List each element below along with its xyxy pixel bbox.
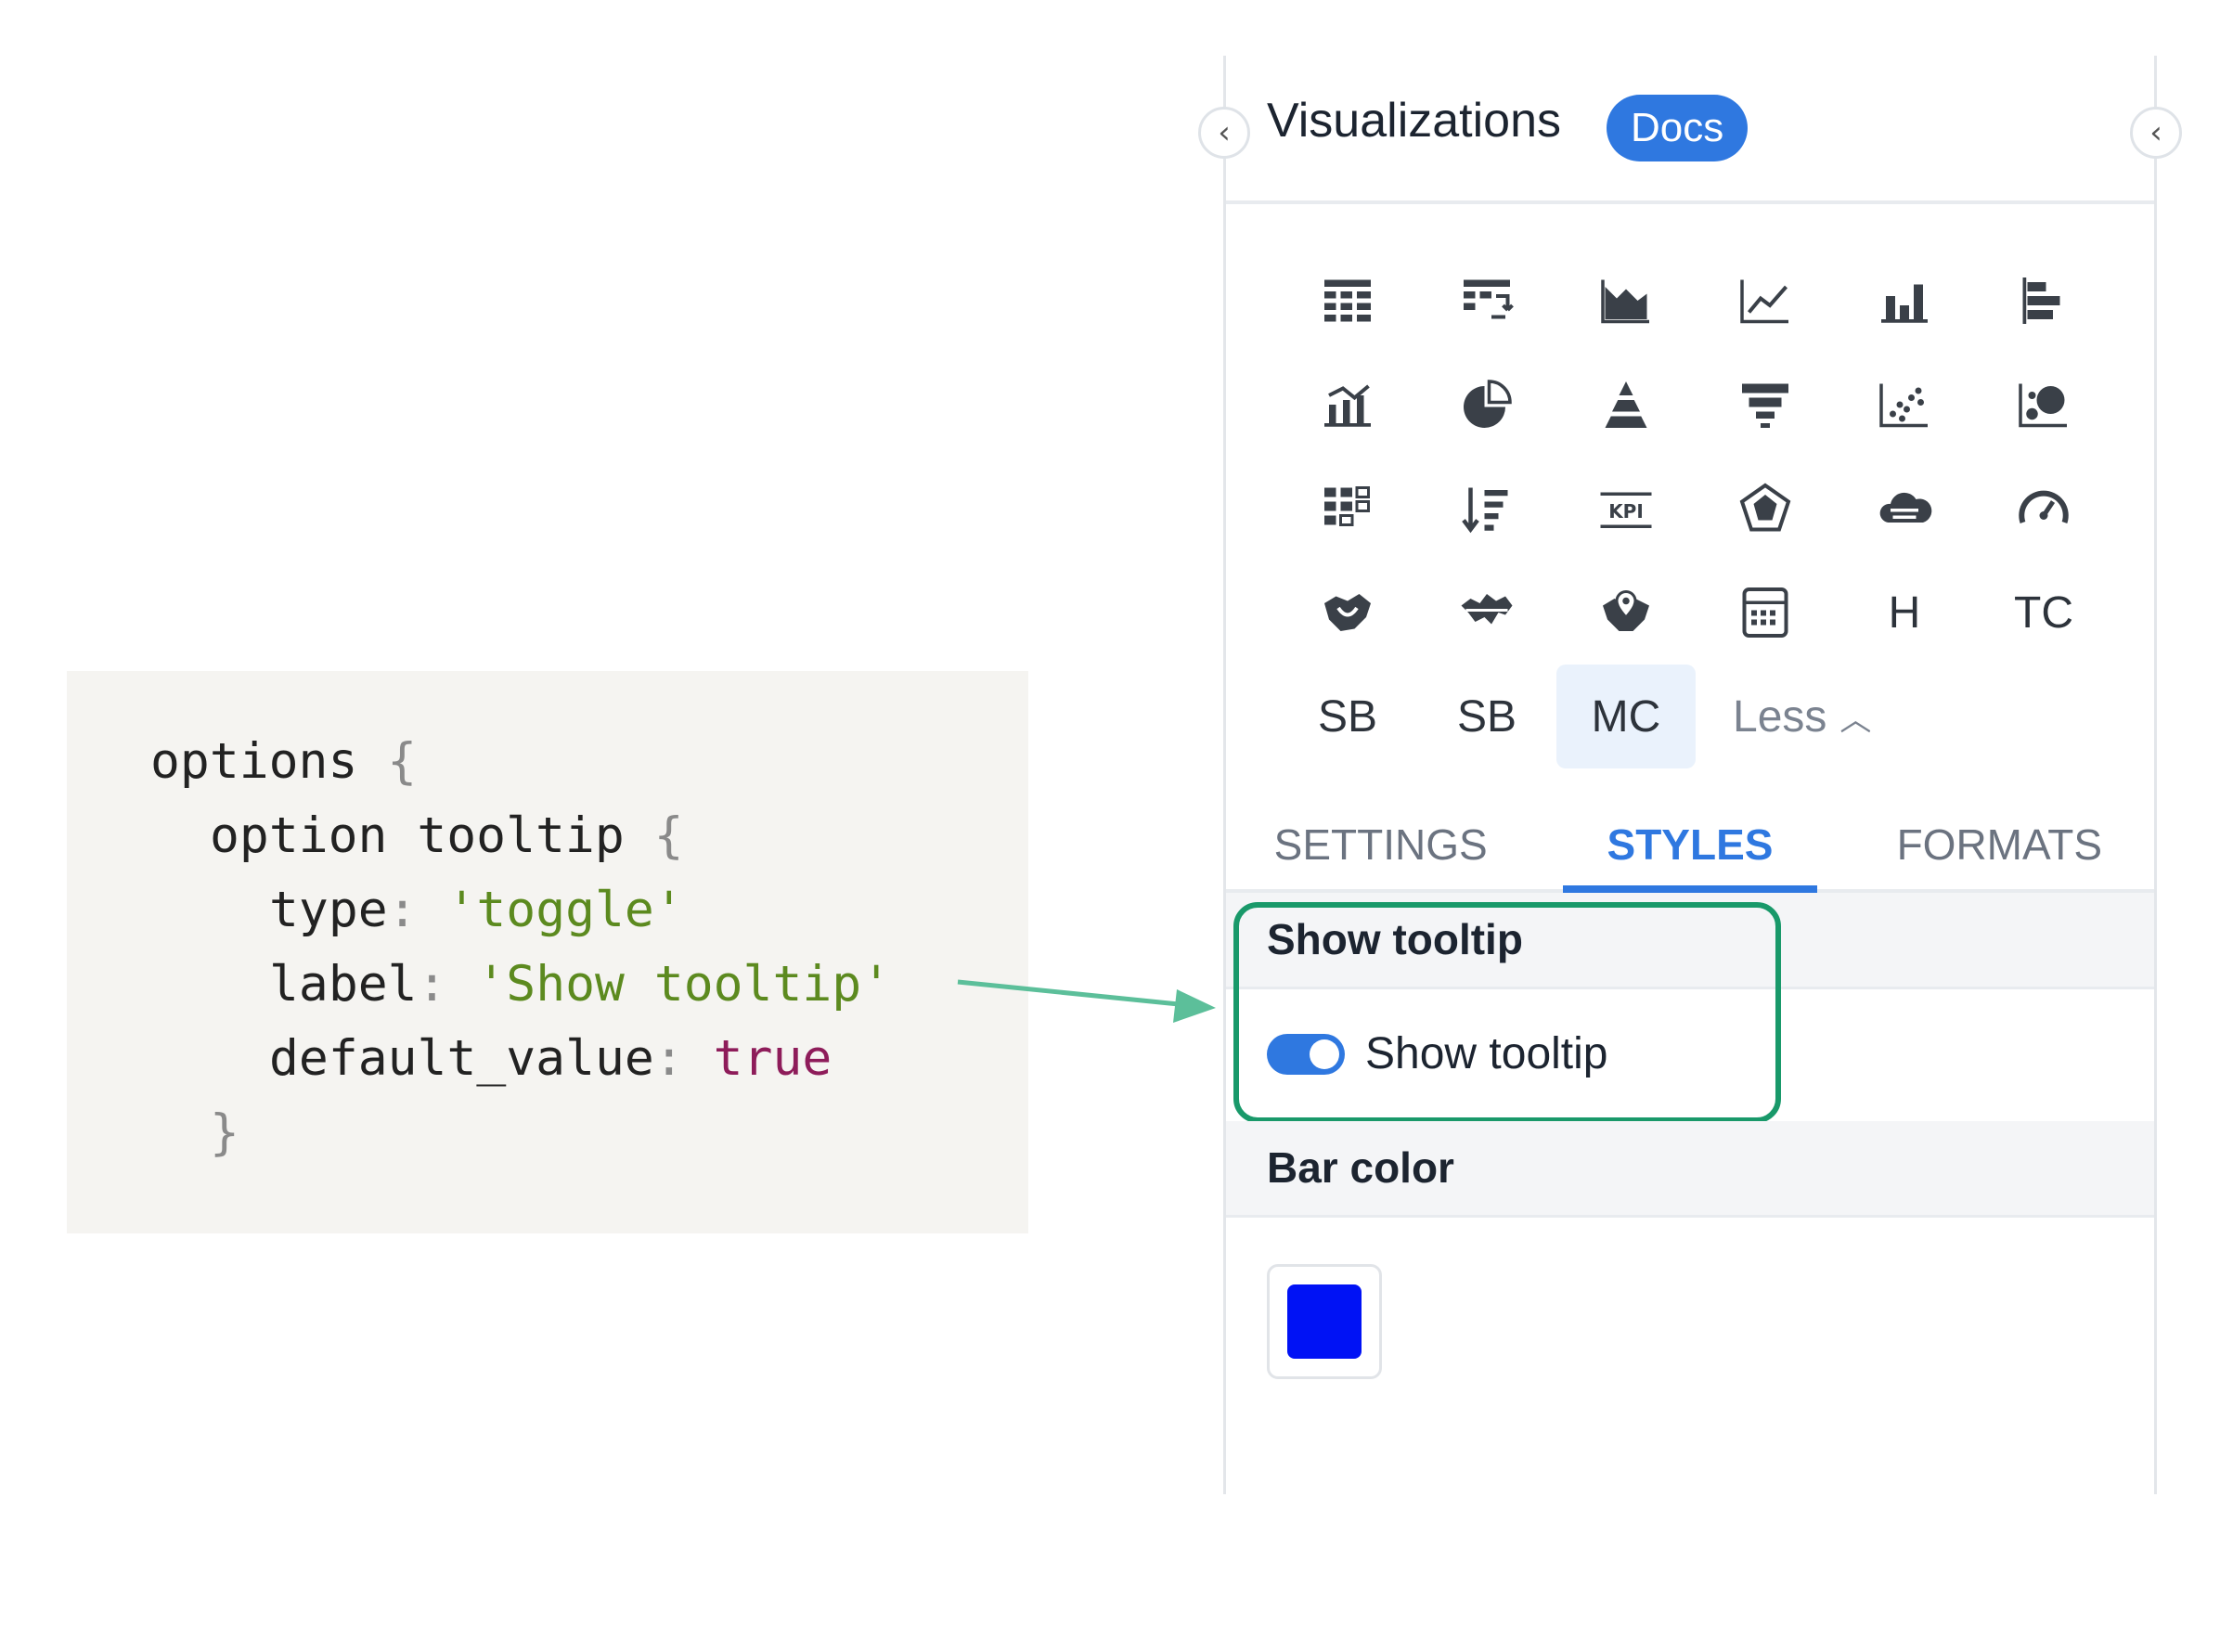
chevron-up-icon: ︿ — [1839, 702, 1872, 738]
table-icon[interactable] — [1278, 249, 1417, 353]
calendar-icon[interactable] — [1696, 561, 1835, 665]
panel-header: ‹ Visualizations Docs ‹ — [1198, 56, 2182, 204]
radar-chart-icon[interactable] — [1696, 457, 1835, 561]
line-chart-icon[interactable] — [1696, 249, 1835, 353]
panel-title: Visualizations — [1267, 94, 1562, 148]
viz-grid: KPI H TC SB SB MC Less ︿ — [1278, 249, 2113, 768]
region-map-icon[interactable] — [1278, 561, 1417, 665]
sorted-bars-icon[interactable] — [1417, 457, 1556, 561]
toggle-knob — [1310, 1039, 1339, 1069]
funnel-chart-icon[interactable] — [1696, 353, 1835, 457]
pyramid-chart-icon[interactable] — [1556, 353, 1696, 457]
area-chart-icon[interactable] — [1556, 249, 1696, 353]
chevron-left-icon[interactable]: ‹ — [1198, 107, 1250, 159]
tooltip-toggle-label: Show tooltip — [1365, 1029, 1608, 1078]
column-chart-icon[interactable] — [1835, 249, 1974, 353]
code-token: label — [269, 956, 418, 1013]
section-header-tooltip: Show tooltip — [1226, 893, 2154, 989]
scatter-chart-icon[interactable] — [1835, 353, 1974, 457]
bubble-chart-icon[interactable] — [1974, 353, 2113, 457]
gauge-icon[interactable] — [1974, 457, 2113, 561]
viz-mc[interactable]: MC — [1556, 665, 1696, 768]
code-line: type: 'toggle' — [150, 873, 1028, 948]
bar-chart-icon[interactable] — [1974, 249, 2113, 353]
code-token: 'toggle' — [446, 882, 684, 938]
code-line: label: 'Show tooltip' — [150, 948, 1028, 1022]
panel-tabs: SETTINGS STYLES FORMATS — [1226, 807, 2154, 893]
heatmap-icon[interactable] — [1278, 457, 1417, 561]
code-token: 'Show tooltip' — [476, 956, 892, 1013]
code-token: { — [653, 807, 684, 864]
tab-styles[interactable]: STYLES — [1535, 807, 1844, 893]
collapse-panel-button[interactable]: ‹ — [2130, 107, 2182, 159]
code-token: } — [210, 1104, 239, 1161]
visualizations-panel: ‹ Visualizations Docs ‹ — [1198, 56, 2182, 1494]
code-token: : — [653, 1030, 714, 1087]
viz-h[interactable]: H — [1888, 587, 1921, 638]
combo-chart-icon[interactable] — [1278, 353, 1417, 457]
tooltip-toggle-row[interactable]: Show tooltip — [1267, 1028, 1608, 1079]
kpi-icon-text: KPI — [1608, 500, 1644, 523]
pie-chart-icon[interactable] — [1417, 353, 1556, 457]
code-token: : — [417, 956, 477, 1013]
docs-button[interactable]: Docs — [1607, 95, 1749, 161]
code-block: options {option tooltip {type: 'toggle'l… — [67, 671, 1028, 1233]
code-token: true — [713, 1030, 832, 1087]
tab-settings[interactable]: SETTINGS — [1273, 820, 1488, 869]
pivot-table-icon[interactable] — [1417, 249, 1556, 353]
viz-sb-1[interactable]: SB — [1317, 691, 1378, 742]
viz-tc[interactable]: TC — [2014, 587, 2073, 638]
tooltip-toggle[interactable] — [1267, 1033, 1345, 1075]
point-map-icon[interactable] — [1556, 561, 1696, 665]
highlight-box — [1233, 902, 1781, 1123]
word-cloud-icon[interactable] — [1835, 457, 1974, 561]
viz-sb-2[interactable]: SB — [1456, 691, 1517, 742]
code-line: } — [150, 1096, 1028, 1170]
code-line: options { — [150, 725, 1028, 799]
tab-formats[interactable]: FORMATS — [1896, 820, 2103, 869]
section-header-bar-color: Bar color — [1226, 1121, 2154, 1218]
less-toggle[interactable]: Less ︿ — [1696, 665, 1974, 768]
code-token: { — [387, 733, 418, 790]
bar-color-picker[interactable] — [1267, 1264, 1382, 1379]
bar-color-swatch — [1287, 1284, 1362, 1359]
code-token: type — [269, 882, 388, 938]
code-token: : — [387, 882, 447, 938]
code-token: option tooltip — [210, 807, 654, 864]
code-token: options — [150, 733, 388, 790]
code-token: default_value — [269, 1030, 654, 1087]
code-line: default_value: true — [150, 1022, 1028, 1096]
world-map-icon[interactable] — [1417, 561, 1556, 665]
kpi-icon[interactable]: KPI — [1556, 457, 1696, 561]
less-label: Less — [1733, 691, 1827, 742]
code-line: option tooltip { — [150, 799, 1028, 873]
